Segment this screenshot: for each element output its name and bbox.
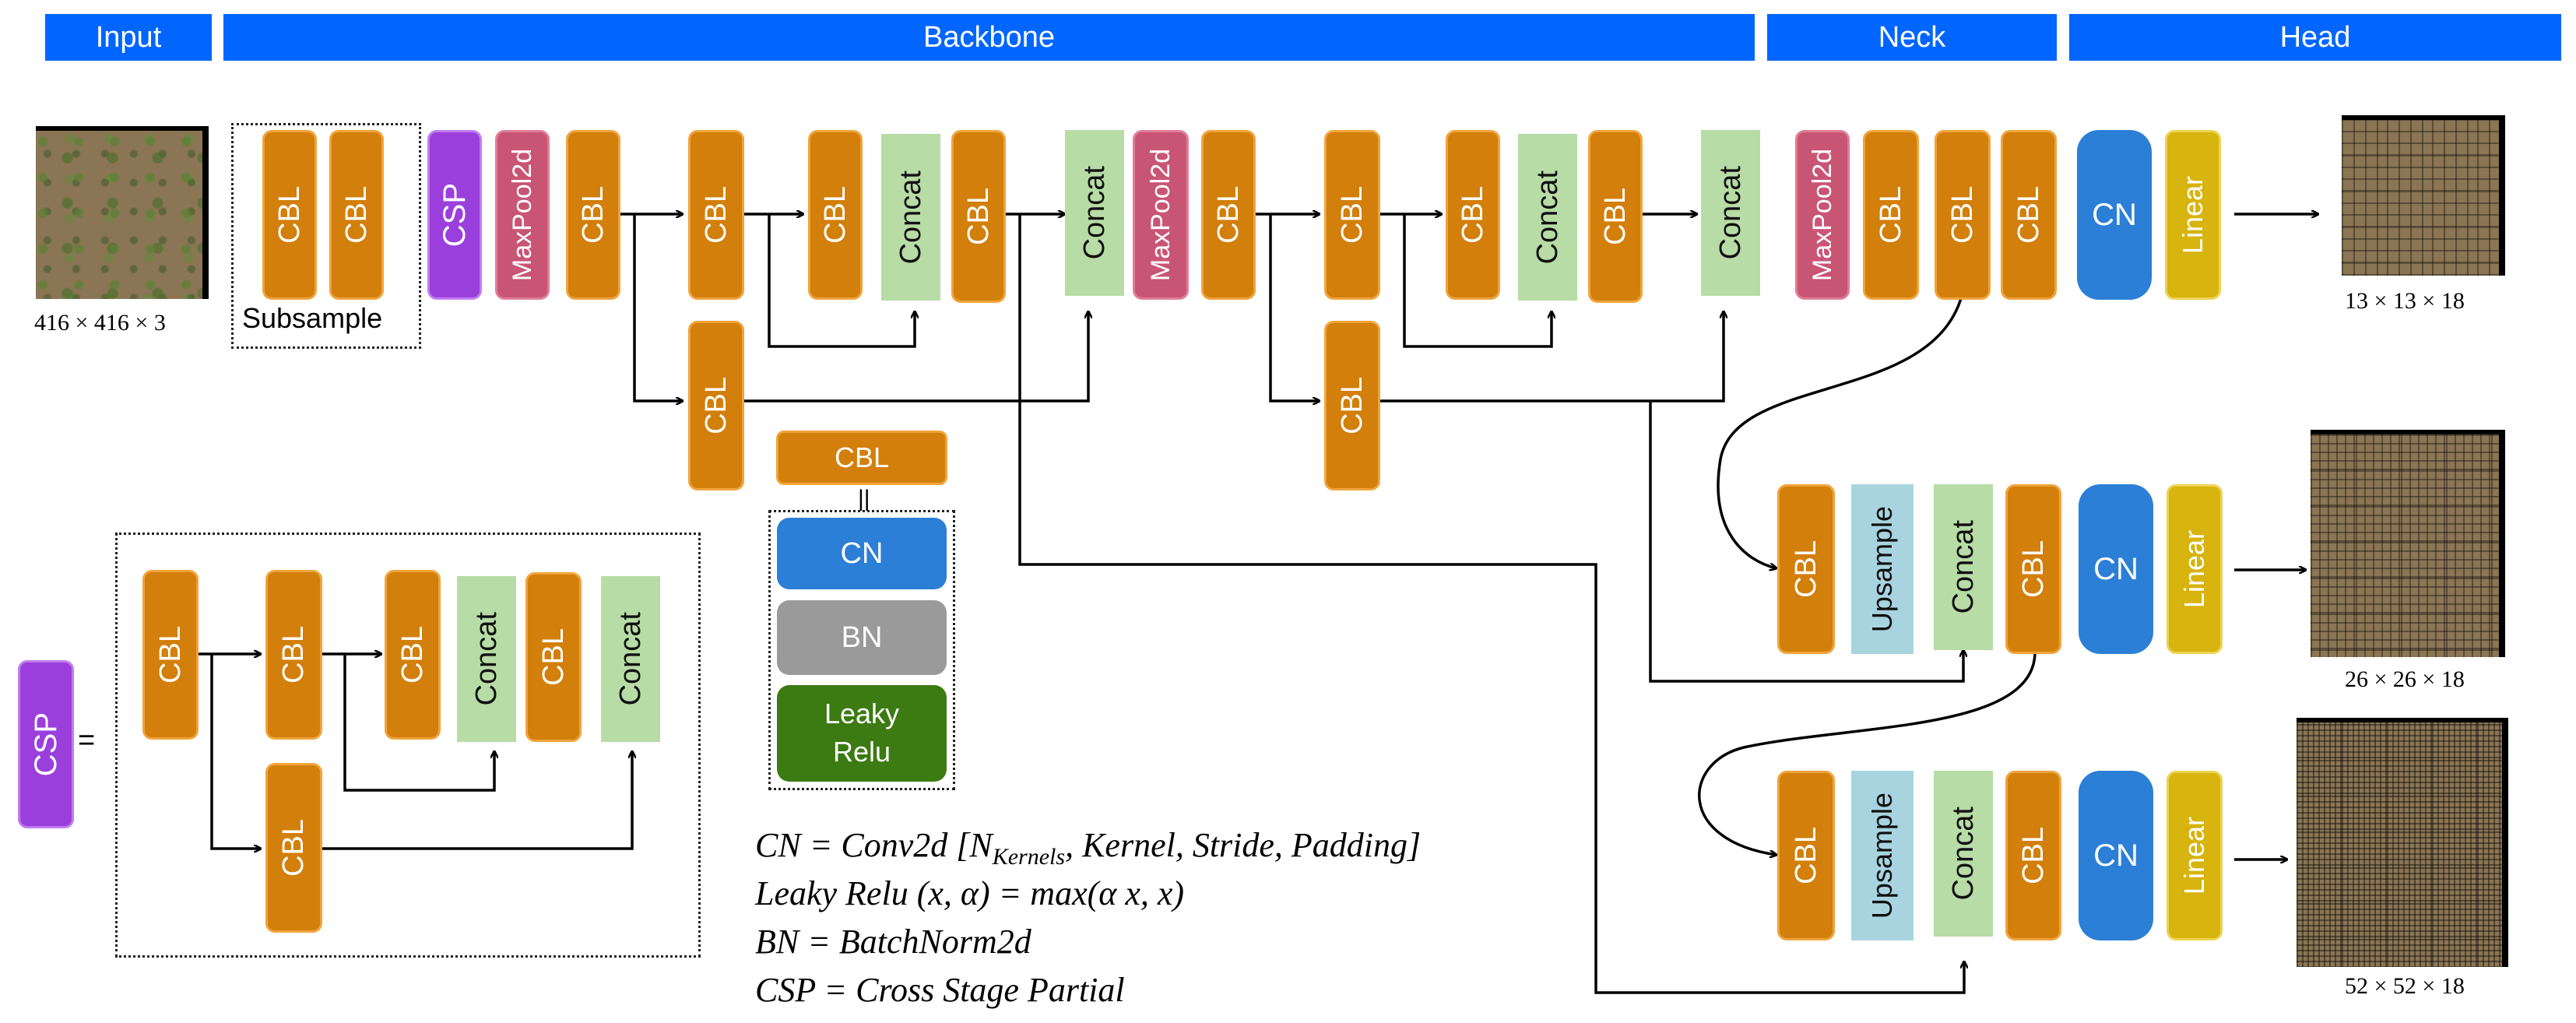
backbone-maxpool-1: MaxPool2d — [495, 130, 550, 300]
neck-concat-1: Concat — [1934, 484, 1993, 650]
csp-cbl-4: CBL — [525, 572, 582, 742]
equation-cn-lhs: CN = Conv2d [N — [755, 826, 993, 864]
backbone-cbl-5: CBL — [1201, 130, 1256, 300]
equation-bn: BN = BatchNorm2d — [755, 923, 1031, 961]
backbone-cbl-4: CBL — [951, 130, 1006, 303]
head-cn-3: CN — [2079, 771, 2153, 940]
backbone-cbl-3: CBL — [808, 130, 863, 300]
legend-bn: BN — [777, 600, 947, 675]
csp-cbl-2: CBL — [265, 570, 322, 740]
legend-cbl-group — [768, 510, 955, 790]
neck-cbl-row2-2: CBL — [2005, 484, 2061, 654]
legend-cn: CN — [777, 518, 947, 589]
backbone-cbl-6: CBL — [1324, 130, 1380, 300]
csp-concat-2: Concat — [601, 576, 660, 742]
equation-leaky-relu: Leaky Relu (x, α) = max(α x, x) — [755, 874, 1185, 912]
header-input: Input — [45, 14, 212, 61]
csp-cbl-1: CBL — [142, 570, 199, 740]
backbone-csp: CSP — [427, 130, 482, 300]
legend-cbl: CBL — [776, 431, 947, 485]
head-linear-3: Linear — [2167, 771, 2223, 940]
output-label-13: 13 × 13 × 18 — [2345, 288, 2465, 314]
input-image — [36, 126, 209, 299]
head-cn-2: CN — [2079, 484, 2153, 654]
legend-equals: || — [858, 486, 870, 512]
backbone-cbl-branch-2: CBL — [1324, 321, 1380, 490]
output-label-52: 52 × 52 × 18 — [2345, 973, 2465, 999]
head-cn-1: CN — [2077, 130, 2152, 300]
output-grid-13 — [2342, 115, 2505, 276]
neck-cbl-2: CBL — [1935, 130, 1991, 300]
backbone-cbl-1: CBL — [566, 130, 620, 300]
csp-equals: = — [78, 724, 96, 757]
header-neck: Neck — [1767, 14, 2057, 61]
output-grid-26 — [2311, 430, 2505, 657]
csp-legend-block: CSP — [18, 660, 74, 828]
backbone-concat-2: Concat — [1065, 130, 1124, 296]
legend-leaky-line-2: Relu — [832, 736, 891, 768]
neck-cbl-row3-1: CBL — [1777, 771, 1835, 940]
backbone-concat-3: Concat — [1518, 134, 1577, 301]
legend-leaky-line-1: Leaky — [824, 698, 900, 730]
equation-cn: CN = Conv2d [NKernels, Kernel, Stride, P… — [755, 825, 1421, 870]
neck-maxpool: MaxPool2d — [1795, 130, 1850, 300]
subsample-cbl-2: CBL — [329, 130, 384, 300]
backbone-cbl-2: CBL — [688, 130, 744, 300]
backbone-concat-4: Concat — [1701, 130, 1760, 296]
subsample-label: Subsample — [242, 302, 383, 334]
output-label-26: 26 × 26 × 18 — [2345, 666, 2465, 692]
head-linear-2: Linear — [2167, 484, 2223, 654]
header-backbone: Backbone — [223, 14, 1755, 61]
header-head: Head — [2069, 14, 2561, 61]
neck-cbl-1: CBL — [1863, 130, 1919, 300]
output-grid-52 — [2297, 718, 2508, 967]
subsample-group — [231, 123, 421, 349]
csp-concat-1: Concat — [457, 576, 516, 742]
head-linear-1: Linear — [2165, 130, 2221, 300]
backbone-cbl-8: CBL — [1588, 130, 1643, 303]
neck-cbl-row2-1: CBL — [1777, 484, 1835, 654]
backbone-cbl-branch-1: CBL — [688, 321, 744, 490]
neck-upsample-1: Upsample — [1851, 484, 1914, 654]
backbone-concat-1: Concat — [881, 134, 940, 301]
backbone-cbl-7: CBL — [1446, 130, 1500, 300]
neck-cbl-row3-2: CBL — [2005, 771, 2061, 940]
neck-upsample-2: Upsample — [1851, 771, 1914, 940]
neck-cbl-3: CBL — [2001, 130, 2057, 300]
csp-detail-group — [115, 533, 701, 958]
csp-cbl-branch: CBL — [265, 763, 322, 933]
subsample-cbl-1: CBL — [262, 130, 317, 300]
equation-csp: CSP = Cross Stage Partial — [755, 971, 1125, 1009]
equation-cn-subscript: Kernels — [992, 843, 1066, 870]
neck-concat-2: Concat — [1934, 771, 1993, 937]
equation-cn-rhs: , Kernel, Stride, Padding] — [1065, 826, 1422, 864]
csp-cbl-3: CBL — [385, 570, 441, 740]
input-size-label: 416 × 416 × 3 — [34, 310, 166, 336]
legend-leaky-relu: Leaky Relu — [777, 685, 947, 782]
backbone-maxpool-2: MaxPool2d — [1133, 130, 1189, 300]
